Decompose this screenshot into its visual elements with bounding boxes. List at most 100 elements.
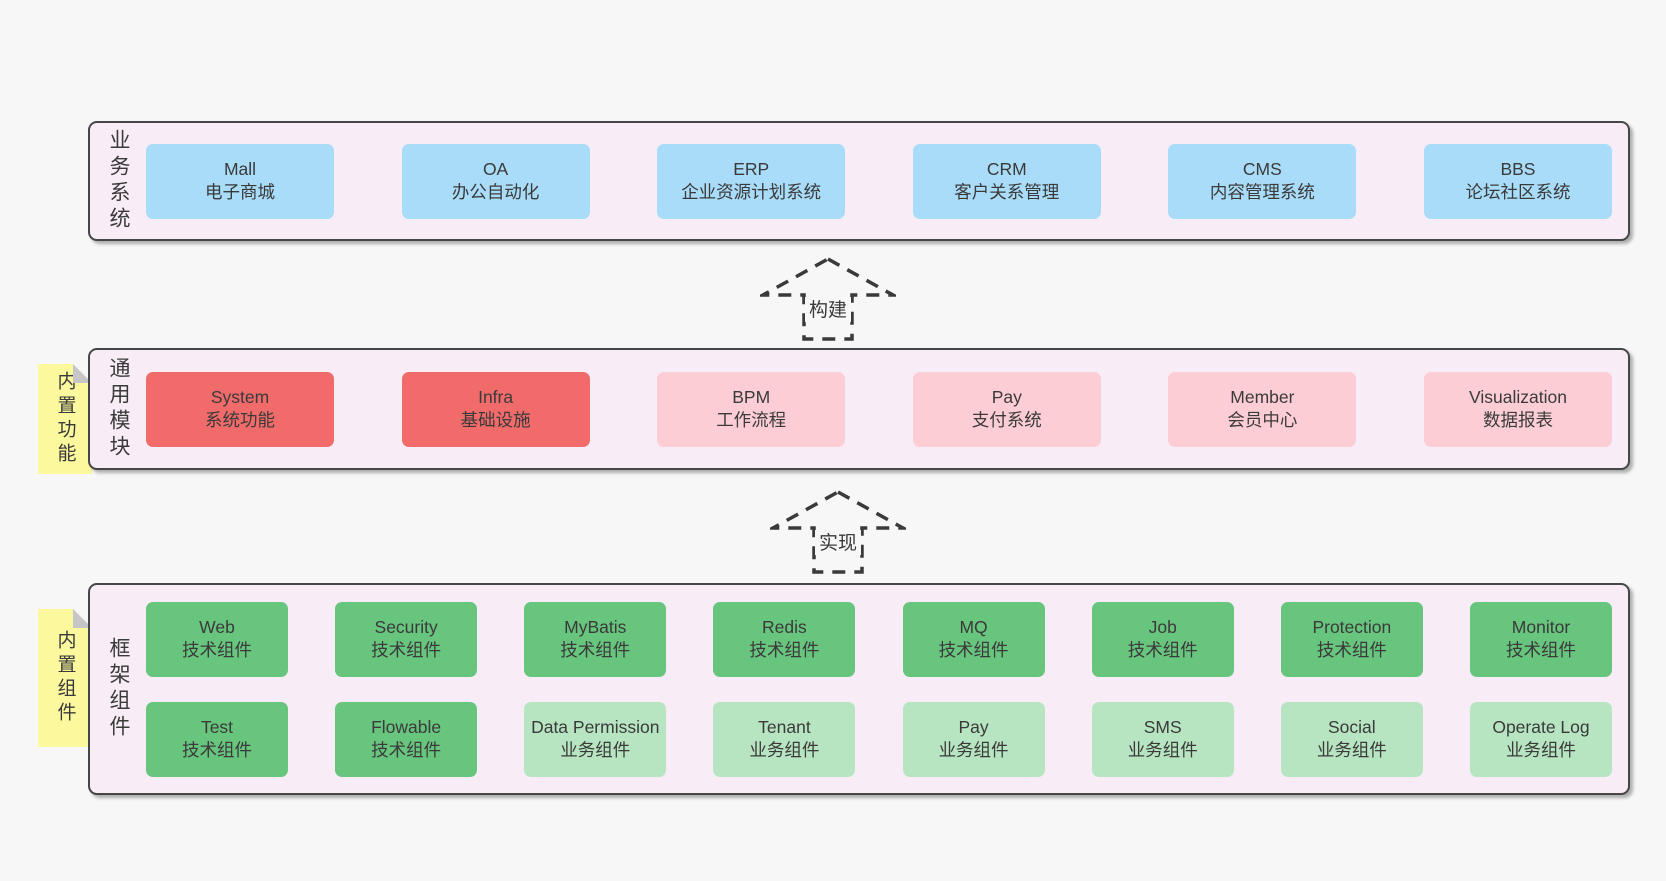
box-infra: Infra 基础设施 <box>401 371 590 447</box>
box-tenant: Tenant 业务组件 <box>713 701 856 777</box>
box-sms: SMS 业务组件 <box>1091 701 1234 777</box>
box-desc: 业务组件 <box>1316 740 1387 760</box>
box-desc: 技术组件 <box>371 740 442 760</box>
box-desc: 客户关系管理 <box>954 182 1060 202</box>
arrow-outline-icon <box>760 256 896 341</box>
box-name: MQ <box>959 616 988 637</box>
box-monitor: Monitor 技术组件 <box>1469 601 1612 677</box>
band-label: 业务系统 <box>90 123 146 239</box>
band-rows: Mall 电子商城 OA 办公自动化 ERP 企业资源计划系统 CRM 客户关系管理 CMS 内容… <box>146 123 1628 239</box>
sticky-note-label: 内置功能 <box>54 371 76 467</box>
box-desc: 技术组件 <box>371 640 442 660</box>
box-name: Protection <box>1312 616 1392 637</box>
box-name: CRM <box>986 158 1027 179</box>
box-name: Flowable <box>371 716 442 737</box>
box-desc: 技术组件 <box>182 740 252 760</box>
arrow-label-bg <box>815 530 861 555</box>
box-desc: 业务组件 <box>938 740 1009 760</box>
box-desc: 技术组件 <box>1505 640 1576 660</box>
box-name: Security <box>374 616 438 637</box>
box-desc: 业务组件 <box>1127 740 1198 760</box>
box-desc: 工作流程 <box>716 410 787 430</box>
box-name: Infra <box>478 386 514 407</box>
box-name: Visualization <box>1469 386 1567 407</box>
box-name: Redis <box>762 616 807 637</box>
box-name: Monitor <box>1511 616 1571 637</box>
band-row: Mall 电子商城 OA 办公自动化 ERP 企业资源计划系统 CRM 客户关系管理 CMS 内容… <box>146 143 1612 219</box>
band-business-systems: 业务系统 Mall 电子商城 OA 办公自动化 ERP 企业资源计划系统 CRM 客户关系管理… <box>88 121 1630 241</box>
box-desc: 系统功能 <box>205 410 275 430</box>
box-oa: OA 办公自动化 <box>401 143 590 219</box>
box-desc: 技术组件 <box>1127 640 1198 660</box>
box-data-permission: Data Permission 业务组件 <box>524 701 667 777</box>
folded-corner-icon <box>73 609 92 628</box>
box-name: ERP <box>733 158 770 179</box>
box-erp: ERP 企业资源计划系统 <box>657 143 846 219</box>
box-name: Test <box>200 716 234 737</box>
box-name: Mall <box>223 158 257 179</box>
box-name: SMS <box>1143 716 1182 737</box>
box-name: Member <box>1230 386 1295 407</box>
box-desc: 办公自动化 <box>451 182 540 202</box>
band-label-text: 框架组件 <box>107 637 130 741</box>
box-name: Job <box>1148 616 1177 637</box>
box-desc: 内容管理系统 <box>1209 182 1315 202</box>
box-mall: Mall 电子商城 <box>146 143 334 219</box>
box-desc: 技术组件 <box>182 640 252 660</box>
folded-corner-icon <box>73 364 92 383</box>
arrow-label: 构建 <box>809 299 847 321</box>
box-desc: 技术组件 <box>749 640 820 660</box>
box-job: Job 技术组件 <box>1091 601 1234 677</box>
band-label-text: 通用模块 <box>107 357 130 461</box>
box-flowable: Flowable 技术组件 <box>335 701 478 777</box>
band-label-text: 业务系统 <box>107 129 130 233</box>
box-desc: 数据报表 <box>1482 410 1553 430</box>
box-crm: CRM 客户关系管理 <box>912 143 1101 219</box>
box-bpm: BPM 工作流程 <box>657 371 846 447</box>
box-name: CMS <box>1242 158 1282 179</box>
sticky-note-label: 内置组件 <box>54 630 76 726</box>
box-name: Data Permission <box>531 716 660 737</box>
box-mq: MQ 技术组件 <box>902 601 1045 677</box>
box-desc: 业务组件 <box>560 740 631 760</box>
box-desc: 业务组件 <box>749 740 820 760</box>
box-name: OA <box>482 158 509 179</box>
arrow-build: 构建 <box>760 256 896 341</box>
box-name: Operate Log <box>1492 716 1590 737</box>
box-name: Tenant <box>758 716 811 737</box>
box-visualization: Visualization 数据报表 <box>1423 371 1612 447</box>
band-label: 框架组件 <box>90 585 146 793</box>
box-social: Social 业务组件 <box>1280 701 1423 777</box>
box-name: Pay <box>958 716 989 737</box>
arrow-label-bg <box>805 297 851 322</box>
box-name: Web <box>199 616 235 637</box>
arrow-implement: 实现 <box>770 489 906 574</box>
box-desc: 基础设施 <box>460 410 531 430</box>
box-desc: 企业资源计划系统 <box>681 182 822 202</box>
arrow-outline-icon <box>770 489 906 574</box>
box-name: Social <box>1328 716 1376 737</box>
box-name: BPM <box>732 386 771 407</box>
box-desc: 电子商城 <box>205 182 275 202</box>
box-redis: Redis 技术组件 <box>713 601 856 677</box>
box-cms: CMS 内容管理系统 <box>1168 143 1357 219</box>
box-name: BBS <box>1500 158 1536 179</box>
box-web: Web 技术组件 <box>146 601 288 677</box>
box-desc: 技术组件 <box>938 640 1009 660</box>
box-desc: 论坛社区系统 <box>1465 182 1571 202</box>
